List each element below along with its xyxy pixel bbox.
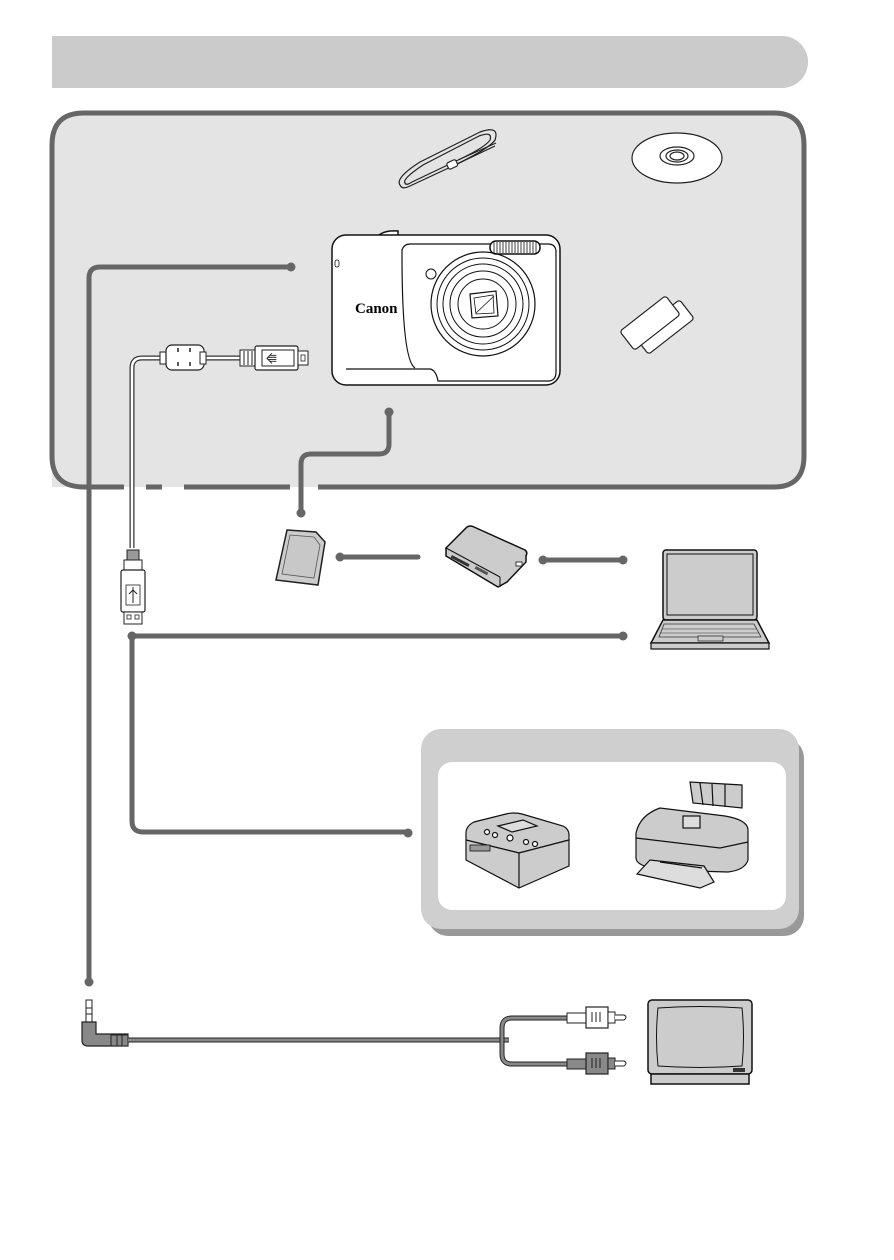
computer-icon bbox=[651, 550, 769, 649]
av-cable-icon bbox=[82, 1000, 626, 1074]
tv-icon bbox=[648, 1000, 752, 1084]
connector-dot bbox=[128, 632, 137, 641]
connector-dot bbox=[385, 408, 394, 417]
memory-card-icon bbox=[276, 530, 325, 585]
connector-dot bbox=[539, 556, 548, 565]
cd-rom-icon bbox=[632, 133, 722, 183]
connector-dot bbox=[85, 978, 94, 987]
connector-dot bbox=[336, 553, 345, 562]
connector-dot bbox=[404, 829, 413, 838]
usb-symbol-icon: ⭅ bbox=[266, 352, 277, 366]
connector-dot bbox=[287, 263, 296, 272]
connector-dot bbox=[619, 556, 628, 565]
card-reader-icon bbox=[446, 526, 527, 587]
connector-dot bbox=[297, 509, 306, 518]
canon-logo: Canon bbox=[355, 301, 398, 317]
connector-dot bbox=[619, 632, 628, 641]
camera-icon: Canon bbox=[332, 231, 560, 385]
